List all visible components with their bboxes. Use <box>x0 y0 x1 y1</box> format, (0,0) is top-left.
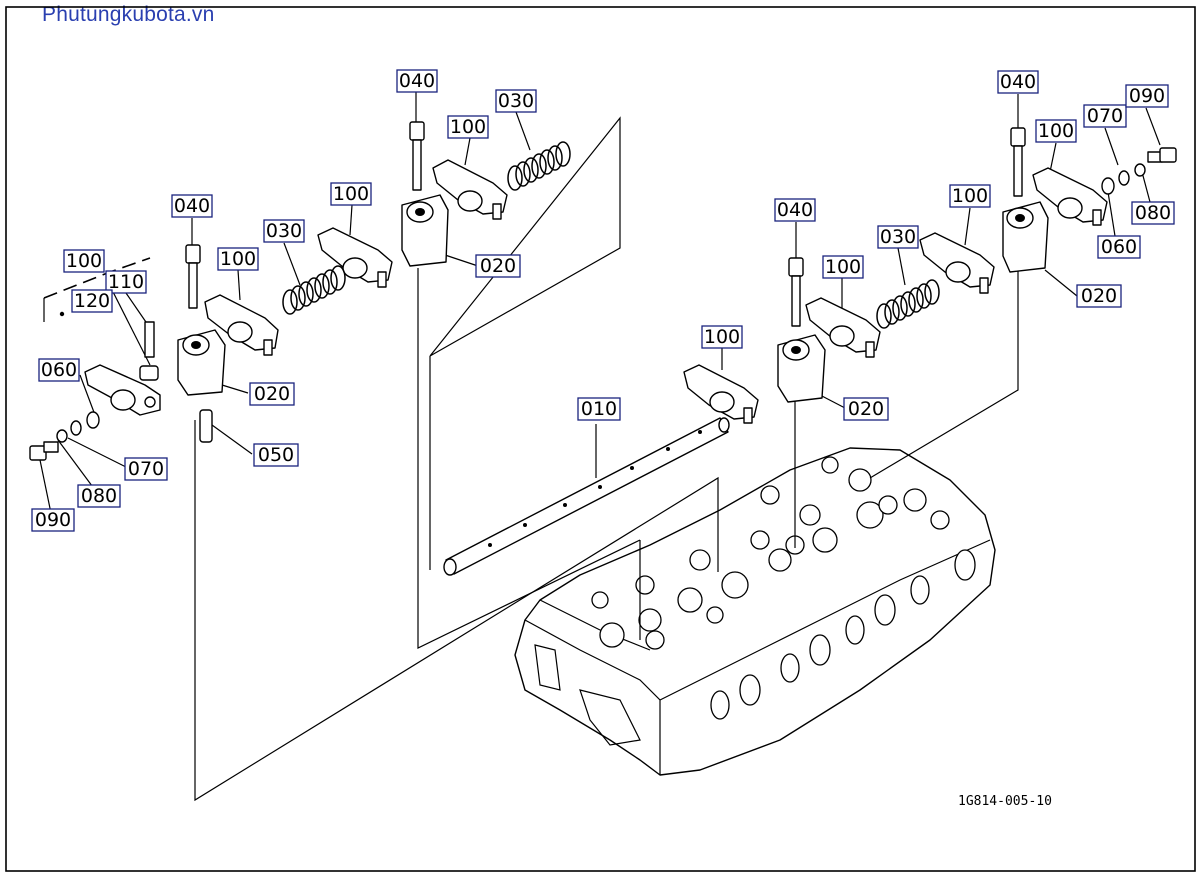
svg-text:030: 030 <box>498 90 534 112</box>
callout-100: 100 <box>217 247 259 271</box>
washer-070-a <box>70 420 82 436</box>
washer-070-b <box>1118 170 1130 186</box>
callout-020: 020 <box>843 397 889 421</box>
bracket-020-b <box>401 194 449 267</box>
callout-100: 100 <box>63 249 105 273</box>
svg-text:060: 060 <box>41 359 77 381</box>
svg-text:020: 020 <box>480 255 516 277</box>
bolt-040-c <box>788 257 804 327</box>
callout-090: 090 <box>1125 84 1169 108</box>
callout-060: 060 <box>1097 235 1141 259</box>
svg-text:100: 100 <box>66 250 102 272</box>
spring-030-c <box>876 279 940 329</box>
bracket-020-d <box>1002 201 1049 273</box>
cylinder-head <box>514 447 996 776</box>
callout-100: 100 <box>949 184 991 208</box>
svg-text:040: 040 <box>399 70 435 92</box>
callout-020: 020 <box>1076 284 1122 308</box>
svg-text:030: 030 <box>266 220 302 242</box>
callout-040: 040 <box>997 70 1039 94</box>
svg-text:080: 080 <box>1135 202 1171 224</box>
rocker-arm-100-7 <box>919 232 995 294</box>
svg-text:050: 050 <box>258 444 294 466</box>
svg-text:080: 080 <box>81 485 117 507</box>
callout-020: 020 <box>475 254 521 278</box>
callout-030: 030 <box>495 89 537 113</box>
rocker-arm-100-1 <box>84 364 161 416</box>
svg-text:100: 100 <box>450 116 486 138</box>
svg-text:100: 100 <box>952 185 988 207</box>
adjust-screw-110 <box>144 321 155 358</box>
callout-100: 100 <box>447 115 489 139</box>
svg-text:070: 070 <box>128 458 164 480</box>
rocker-arm-100-3 <box>317 227 393 288</box>
callout-030: 030 <box>877 225 919 249</box>
callout-060: 060 <box>38 358 80 382</box>
watermark: Phutungkubota.vn <box>42 3 215 26</box>
callout-100: 100 <box>1035 119 1077 143</box>
callout-100: 100 <box>701 325 743 349</box>
rocker-arm-100-5 <box>683 364 759 424</box>
bolt-040-b <box>185 244 201 309</box>
svg-text:110: 110 <box>108 271 144 293</box>
washer-060-b <box>1101 177 1115 195</box>
callout-080: 080 <box>77 484 121 508</box>
callout-090: 090 <box>31 508 75 532</box>
svg-text:020: 020 <box>848 398 884 420</box>
washer-080-b <box>1134 163 1146 177</box>
pin-050 <box>199 409 213 443</box>
spring-030-a <box>282 265 346 315</box>
bolt-040-a <box>409 121 425 191</box>
svg-text:100: 100 <box>704 326 740 348</box>
callout-100: 100 <box>330 182 372 206</box>
nut-120 <box>139 365 159 381</box>
svg-text:010: 010 <box>581 398 617 420</box>
washer-060-a <box>86 411 100 429</box>
plug-090-b <box>1147 147 1177 163</box>
svg-text:030: 030 <box>880 226 916 248</box>
bracket-020-a <box>177 329 226 396</box>
callout-070: 070 <box>124 457 168 481</box>
callout-110: 110 <box>105 270 147 294</box>
callout-030: 030 <box>263 219 305 243</box>
svg-text:040: 040 <box>174 195 210 217</box>
svg-text:020: 020 <box>254 383 290 405</box>
bolt-040-d <box>1010 127 1026 197</box>
rocker-arm-100-4 <box>432 159 508 220</box>
callout-010: 010 <box>577 397 621 421</box>
spring-030-b <box>507 141 571 191</box>
callout-020: 020 <box>249 382 295 406</box>
svg-text:040: 040 <box>777 199 813 221</box>
svg-text:100: 100 <box>333 183 369 205</box>
svg-text:040: 040 <box>1000 71 1036 93</box>
washer-080-a <box>56 429 68 443</box>
svg-text:070: 070 <box>1087 105 1123 127</box>
svg-text:090: 090 <box>1129 85 1165 107</box>
bracket-020-c <box>777 334 826 403</box>
callout-050: 050 <box>253 443 299 467</box>
callout-040: 040 <box>171 194 213 218</box>
svg-text:100: 100 <box>220 248 256 270</box>
svg-text:090: 090 <box>35 509 71 531</box>
callout-070: 070 <box>1083 104 1127 128</box>
callout-100: 100 <box>822 255 864 279</box>
callout-120: 120 <box>71 289 113 313</box>
svg-text:100: 100 <box>825 256 861 278</box>
plug-090-a <box>29 441 59 461</box>
drawing-reference: 1G814-005-10 <box>958 794 1052 809</box>
rocker-arm-100-6 <box>805 297 881 358</box>
svg-text:100: 100 <box>1038 120 1074 142</box>
callout-040: 040 <box>396 69 438 93</box>
drawing-frame <box>5 6 1196 872</box>
callout-080: 080 <box>1131 201 1175 225</box>
callout-040: 040 <box>774 198 816 222</box>
svg-text:120: 120 <box>74 290 110 312</box>
svg-text:020: 020 <box>1081 285 1117 307</box>
rocker-arm-100-2 <box>204 294 279 356</box>
rocker-shaft-010 <box>443 417 730 576</box>
svg-text:060: 060 <box>1101 236 1137 258</box>
rocker-arm-100-8 <box>1032 167 1108 226</box>
